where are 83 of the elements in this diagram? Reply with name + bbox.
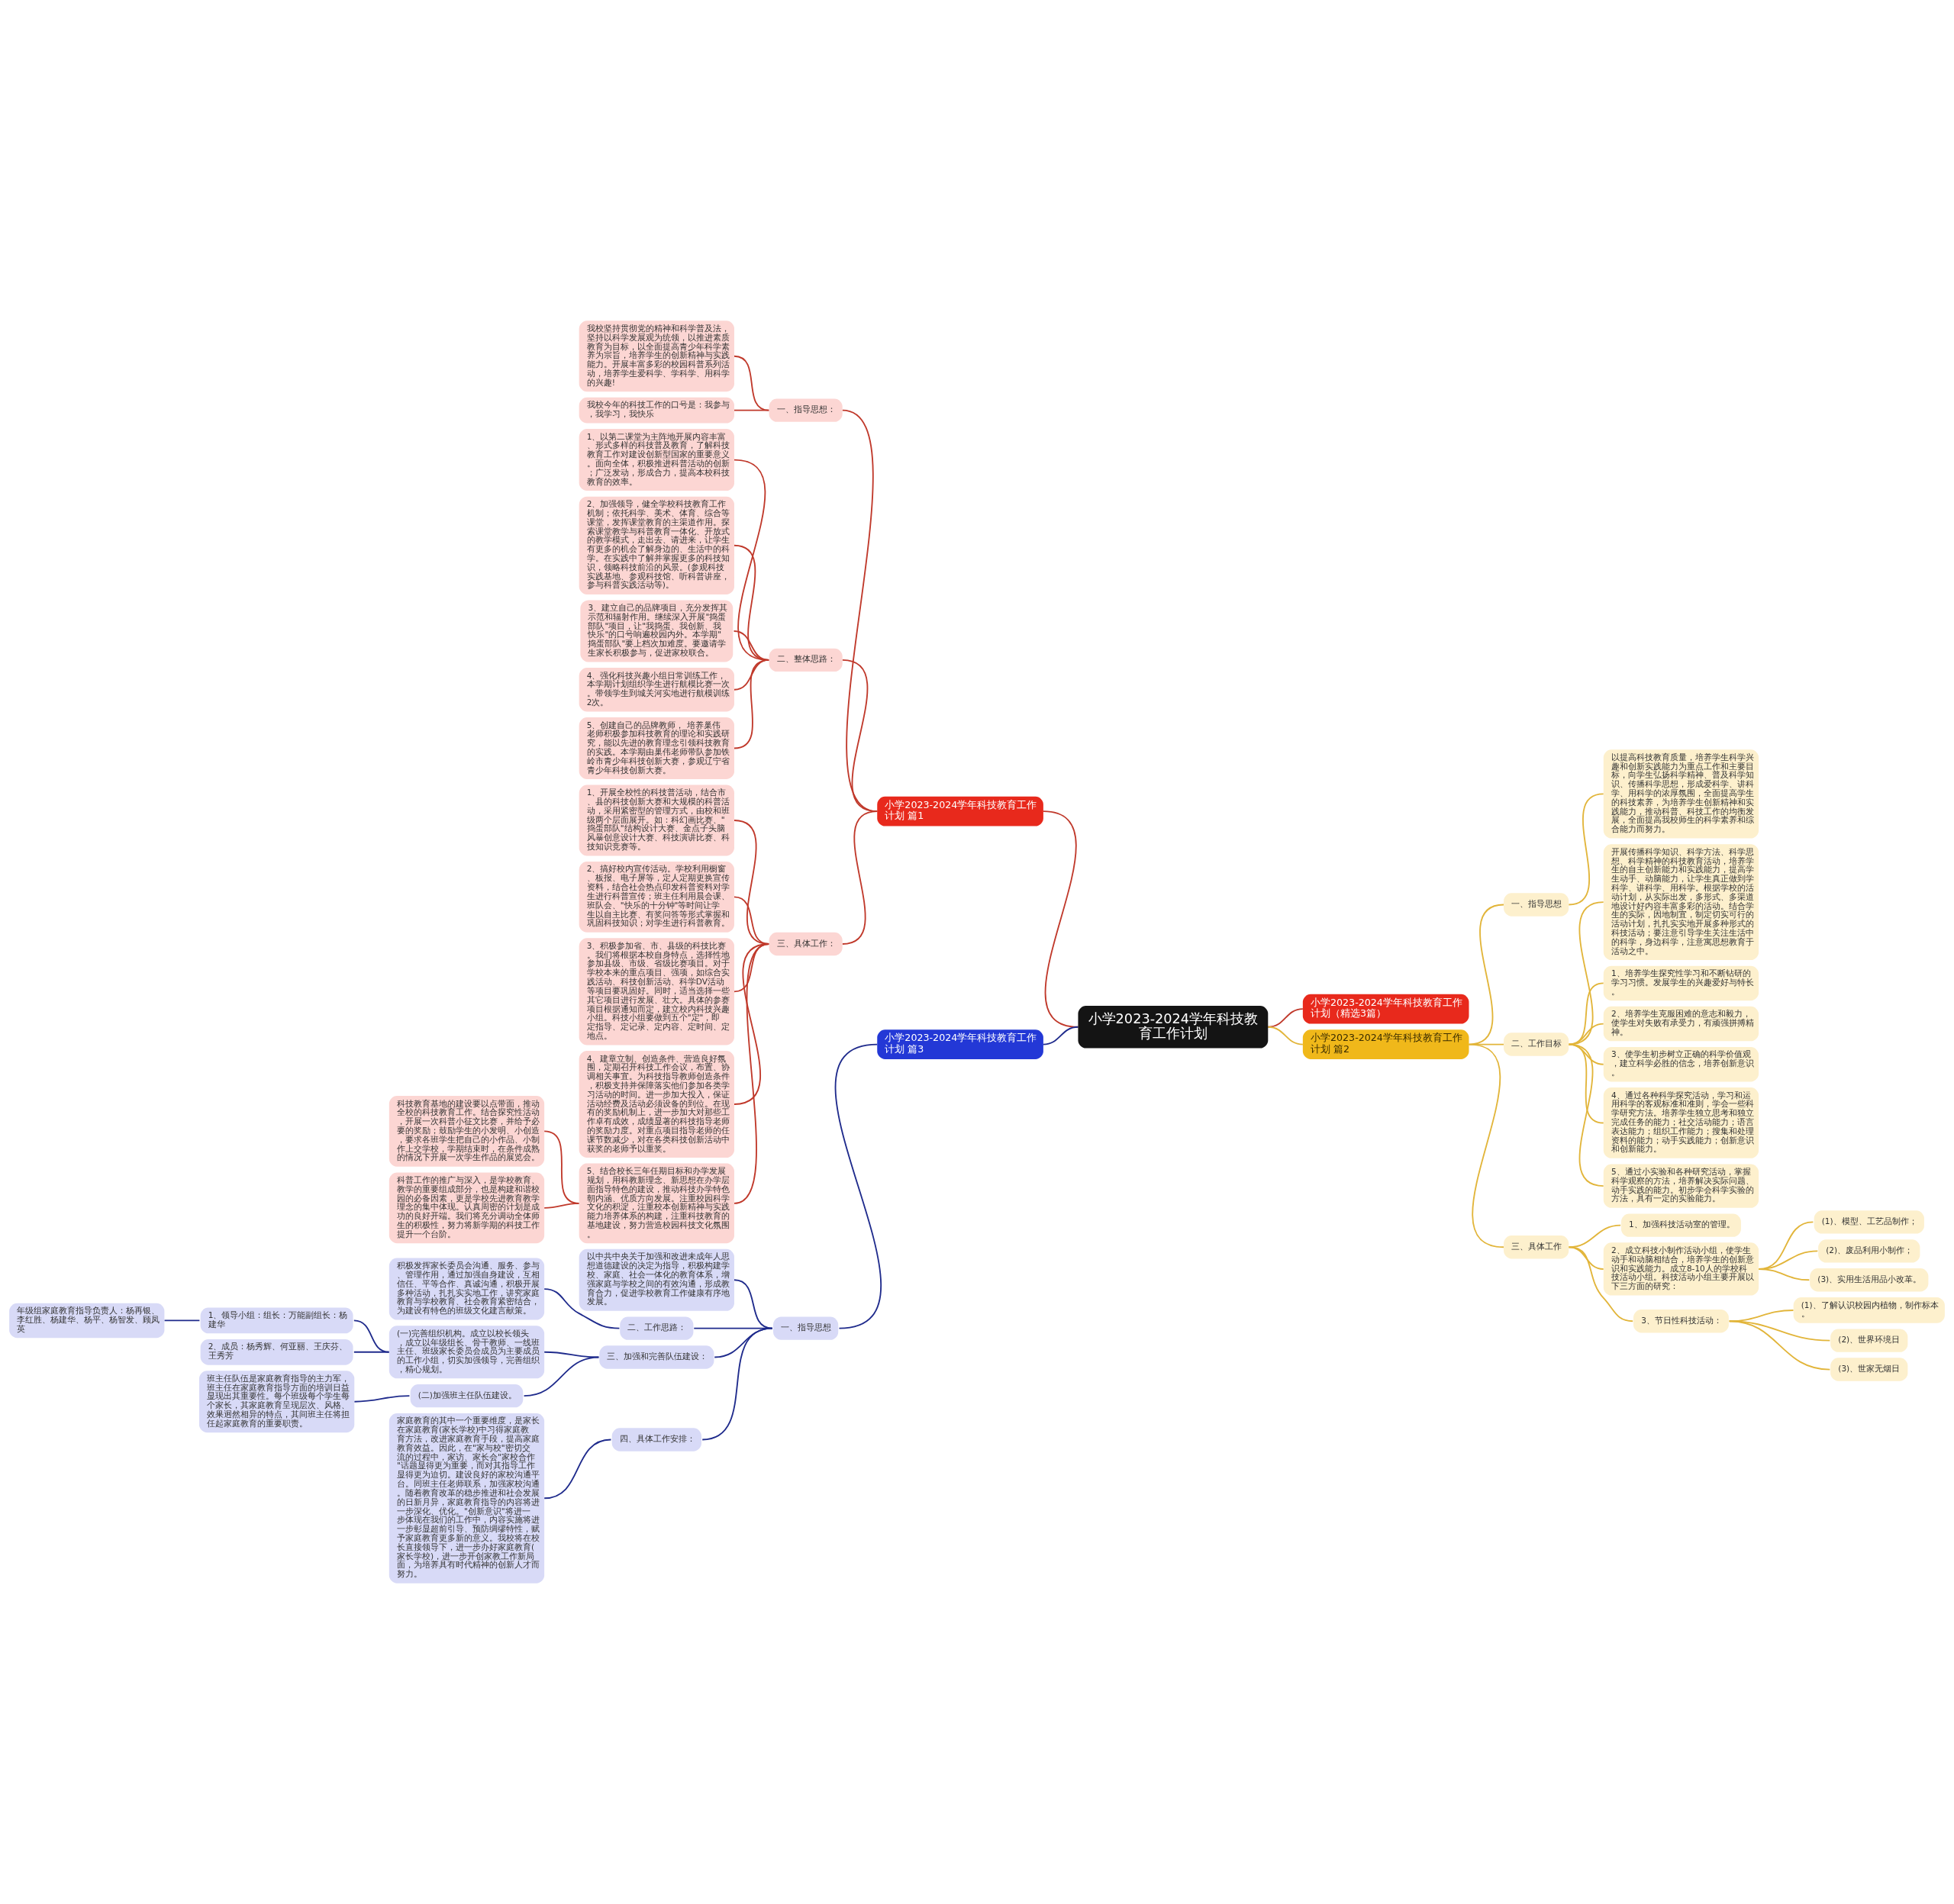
connector xyxy=(353,1351,390,1353)
node-box: (2)、世界环境日 xyxy=(1830,1329,1908,1352)
node-box: 小学2023-2024学年科技教育工作计划（精选3篇） xyxy=(1302,994,1469,1024)
connector xyxy=(1042,810,1079,1028)
node-box: 开展传播科学知识、科学方法、科学思想、科学精神的科技教育活动，培养学生的自主创新能力和实践能力，提高学生动手、动脑能力，让学生真正做到学科学、讲科学、用科学。根据学校的活动计划，从实际出发，多形式、多渠道地设计好内容丰富多彩的活动。结合学生的实际，因地制宜，制定切实可行的活动计划，扎扎实实地开展多种形式的科技活动；要注意引导学生关注生活中的科学，身边科学，注意寓思想教育于活动之中。 xyxy=(1603,844,1759,961)
node-box: 4、通过各种科学探究活动，学习和运用科学的客观标准和准则，学会一些科学研究方法。培养学生独立思考和独立完成任务的能力；社交活动能力；语言表达能力；组织工作能力；搜集和处理资料的能力；动手实践能力；创新意识和创新能力。 xyxy=(1603,1087,1759,1158)
connector xyxy=(1728,1320,1831,1371)
connector xyxy=(1568,1023,1604,1045)
node-box: 积极发挥家长委员会沟通、服务、参与、管理作用，通过加强自身建设，互相信任、平等合作、真诚沟通，积极开展多种活动，扎扎实实地工作，讲究家庭教育与学校教育、社会教育紧密结合，为建设有特色的班级文化建言献策。 xyxy=(389,1258,545,1320)
node-box: 小学2023-2024学年科技教育工作计划 篇1 xyxy=(877,796,1043,826)
node-box: 3、积极参加省、市、县级的科技比赛。我们将根据本校自身特点，选择性地参加县级、市级、省级比赛项目。对于学校本来的重点项目、强项，如综合实践活动、科技创新活动、科学DV活动等项目要巩固好。同时，适当选择一些其它项目进行发展、壮大。具体的参赛项目根据通知而定，建立校内科技兴趣小组。科技小组要做到五个"定"，即定指导、定记录、定内容、定时间、定地点。 xyxy=(579,938,734,1045)
node-box: 四、具体工作安排： xyxy=(611,1428,701,1451)
node-box: 二、整体思路： xyxy=(769,648,843,672)
connector xyxy=(1468,1043,1504,1248)
connector xyxy=(353,1395,411,1403)
node-box: 1、以第二课堂为主阵地开展内容丰富、形式多样的科技普及教育，了解科技教育工作对建设创新型国家的重要意义。面向全体，积极推进科普活动的创新；广泛发动，形成合力，提高本校科技教育的效率。 xyxy=(579,429,734,491)
connector xyxy=(543,1203,580,1209)
node-box: 二、工作思路： xyxy=(620,1316,694,1340)
node-box: 一、指导思想： xyxy=(769,398,843,422)
node-box: 科技教育基地的建设要以点带面，推动全校的科技教育工作。结合探究性活动，开展一次科普小征文比赛，并给予必要的奖励；鼓励学生的小发明、小创造，要求各班学生把自己的小作品、小制作上交学校，学期结束时，在条件成熟的情况下开展一次学生作品的展览会。 xyxy=(389,1096,545,1167)
connector xyxy=(1568,901,1604,1045)
node-box: 2、培养学生克服困难的意志和毅力，使学生对失败有承受力，有顽强拼搏精神。 xyxy=(1603,1006,1759,1042)
node-box: 2、成立科技小制作活动小组，使学生动手和动脑相结合，培养学生的创新意识和实践能力。成立8-10人的学校科技活动小组。科技活动小组主要开展以下三方面的研究： xyxy=(1603,1242,1759,1296)
connector xyxy=(523,1356,600,1397)
connector xyxy=(353,1319,390,1353)
node-box: 年级组家庭教育指导负责人：杨再银、李红胜、杨建华、杨平、杨智发、顾凤英 xyxy=(9,1303,165,1339)
node-box: 以提高科技教育质量，培养学生科学兴趣和创新实践能力为重点工作和主要目标，向学生弘扬科学精神、普及科学知识、传播科学思想，形成爱科学、讲科学、用科学的浓厚氛围，全面提高学生的科技素养，为培养学生创新精神和实践能力，推动科普、科技工作的均衡发展，全面提高我校师生的科学素养和综合能力而努力。 xyxy=(1603,749,1759,839)
node-box: (1)、了解认识校园内植物，制作标本。 xyxy=(1793,1297,1945,1323)
connector xyxy=(834,1043,882,1329)
node-box: 3、建立自己的品牌项目，充分发挥其示范和辐射作用。继续深入开展"捣蛋部队"项目，让"我捣蛋、我创新、我快乐"的口号响遍校园内外。本学期"捣蛋部队"要上档次加难度。要邀请学生家长积极参与，促进家校联合。 xyxy=(580,600,734,662)
connector xyxy=(734,355,770,411)
connector xyxy=(1042,1026,1079,1045)
node-box: 1、加强科技活动室的管理。 xyxy=(1621,1213,1741,1237)
connector xyxy=(543,1438,612,1500)
node-box: 5、创建自己的品牌教师， 培养巢伟老师积极参加科技教育的理论和实践研究，能以先进的教育理念引领科技教育的实践。本学期由巢伟老师带队参加铁岭市青少年科技创新大赛，参观辽宁省青少年科技创新大赛。 xyxy=(579,717,734,779)
node-box: (2)、废品利用小制作； xyxy=(1818,1239,1920,1263)
node-box: 4、强化科技兴趣小组日常训练工作，本学期计划组织学生进行航模比赛一次。带领学生到城关河实地进行航模训练2次。 xyxy=(579,668,734,712)
connector xyxy=(1568,1224,1622,1248)
connector xyxy=(701,1327,773,1441)
node-box: 以中共中央关于加强和改进未成年人思想道德建设的决定为指导，积极构建学校、家庭、社会一体化的教育体系，增强家庭与学校之间的有效沟通，形成教育合力，促进学校教育工作健康有序地发展。 xyxy=(579,1248,734,1311)
node-box: (3)、实用生活用品小改革。 xyxy=(1810,1268,1929,1292)
connector xyxy=(734,409,770,411)
node-box: 家庭教育的其中一个重要维度，是家长在家庭教育(家长学校)中习得家庭教育方法，改进家庭教育手段，提高家庭教育效益。因此，在"家与校"密切交流的过程中，家访、家长会"家校合作"话题显得更为重要，而对其指导工作显得更为迫切。建设良好的家校沟通平台。同班主任老师联系，加强家校沟通。随着教育改革的稳步推进和社会发展的日新月异，家庭教育指导的内容将进一步深化、优化。"创新意识"将进一步体现在我们的工作中，内容实施将进一步彰显超前引导、预防绸缪特性，赋予家庭教育更多新的意义。我校将在校长直接领导下，进一步办好家庭教育(家长学校)，进一步开创家教工作新局面，为培养具有时代精神的创新人才而努力。 xyxy=(389,1413,545,1583)
node-box: 1、领导小组：组长：万能副组长：杨建华 xyxy=(200,1307,353,1334)
node-box: 一、指导思想 xyxy=(773,1316,839,1340)
connector xyxy=(841,810,879,945)
node-box: (一)完善组织机构。成立以校长领头，成立以年级组长、骨干教师、一线班主任、班级家长委员会成员为主要成员的工作小组，切实加强领导，完善组织，精心规划。 xyxy=(389,1326,545,1379)
node-box: 小学2023-2024学年科技教育工作计划 篇2 xyxy=(1302,1029,1469,1059)
node-box: 三、具体工作： xyxy=(769,932,843,956)
node-box: 3、节日性科技活动： xyxy=(1633,1310,1729,1333)
connector xyxy=(1568,1246,1634,1322)
connector xyxy=(1568,1043,1604,1187)
node-box: 二、工作目标 xyxy=(1504,1033,1569,1056)
node-box: 我校今年的科技工作的口号是：我参与，我学习，我快乐 xyxy=(579,397,734,424)
node-box: (二)加强班主任队伍建设。 xyxy=(410,1384,524,1408)
node-box: 4、建章立制、创造条件、营造良好氛围，定期召开科技工作会议，布置、协调相关事宜。为科技指导教师创造条件，积极支持并保障落实他们参加各类学习活动的时间。进一步加大投入，保证活动经费及活动必须设备的到位。在现有的奖励机制上，进一步加大对那些工作卓有成效，成绩显著的科技指导老师的奖励力度。对重点项目指导老师的任课节数减少，对在各类科技创新活动中获奖的老师予以重奖。 xyxy=(579,1051,734,1158)
node-box: 5、通过小实验和各种研究活动，掌握科学观察的方法，培养解决实际问题、动手实践的能力。初步学会科学实验的方法，具有一定的实验能力。 xyxy=(1603,1164,1759,1208)
node-box: 5、结合校长三年任期目标和办学发展规划，用科教新理念、新思想在办学层面指导特色的建设，推动科技办学特色朝内涵、优质方向发展。注重校园科学文化的积淀，注重校本创新精神与实践能力培养体系的构建，注重科技教育的基地建设，努力营造校园科技文化氛围。 xyxy=(579,1163,734,1244)
connector xyxy=(1568,982,1604,1045)
node-box: 三、加强和完善队伍建设： xyxy=(599,1345,714,1369)
node-box: (3)、世家无烟日 xyxy=(1830,1358,1908,1381)
connector xyxy=(543,1288,621,1329)
connector xyxy=(1568,793,1604,906)
connector xyxy=(734,1279,773,1329)
connector xyxy=(1758,1268,1811,1281)
node-box: 2、成员：杨秀辉、何亚丽、王庆芬、王秀芳 xyxy=(200,1339,353,1365)
node-box: 2、搞好校内宣传活动。学校利用橱窗、板报、电子屏等，定人定期更换宣传资料，结合社会热点印发科普资料对学生进行科普宣传；班主任利用晨会课、班队会、"快乐的十分钟"等时间让学生以自主比赛、有奖问答等形式掌握和巩固科技知识；对学生进行科普教育。 xyxy=(579,862,734,933)
node-box: 一、指导思想 xyxy=(1504,893,1569,917)
node-box: 2、加强领导，健全学校科技教育工作机制；依托科学、美术、体育、综合等课堂，发挥课堂教育的主渠道作用。探索课堂教学与科普教育一体化、开放式的教学模式，走出去、请进来，让学生有更多的机会了解身边的、生活中的科学。在实践中了解并掌握更多的科技知识，领略科技前沿的风景。(参观科技实践基地、参观科技馆、听科普讲座，参与科普实践活动等)。 xyxy=(579,496,734,594)
node-box: 三、具体工作 xyxy=(1504,1236,1569,1259)
node-box: 1、培养学生探究性学习和不断钻研的学习习惯。发展学生的兴趣爱好与特长。 xyxy=(1603,965,1759,1001)
node-box: 我校坚持贯彻党的精神和科学普及法，坚持以科学发展观为统领，以推进素质教育为目标，以全面提高青少年科学素养为宗旨，培养学生的创新精神与实践能力。开展丰富多彩的校园科普系列活动，培养学生爱科学、学科学、用科学的兴趣! xyxy=(579,321,734,392)
connector xyxy=(163,1319,201,1322)
connector xyxy=(1468,904,1504,1045)
node-box: 科普工作的推广与深入，是学校教育、教学的重要组成部分，也是构建和谐校园的必备因素，更是学校先进教育教学理念的集中体现。认真周密的计划是成功的良好开端。我们将充分调动全体师生的积极性，努力将新学期的科技工作提升一个台阶。 xyxy=(389,1172,545,1244)
node-box: 班主任队伍是家庭教育指导的主力军，班主任在家庭教育指导方面的培训日益显现出其重要性。每个班级每个学生每个家长，其家庭教育呈现层次、风格、效果迥然相异的特点，其间班主任将担任起家庭教育的重要职责。 xyxy=(198,1371,355,1433)
connector xyxy=(734,943,770,1204)
node-box: 1、开展全校性的科技普活动，结合市、县的科技创新大赛和大规模的科普活动，采用紧密型的管理方式，由校和班级两个层面展开。如：科幻画比赛、"捣蛋部队"结构设计大赛、金点子头脑风暴创意设计大赛、科技演讲比赛、科技知识竞赛等。 xyxy=(579,784,734,856)
connector xyxy=(1267,1026,1304,1045)
node-box: (1)、模型、工艺品制作； xyxy=(1814,1210,1924,1234)
node-box: 小学2023-2024学年科技教育工作计划 篇3 xyxy=(877,1029,1043,1059)
node-box: 3、使学生初步树立正确的科学价值观，建立科学必胜的信念，培养创新意识。 xyxy=(1603,1046,1759,1082)
node-box: 小学2023-2024学年科技教育工作计划 xyxy=(1078,1005,1269,1049)
